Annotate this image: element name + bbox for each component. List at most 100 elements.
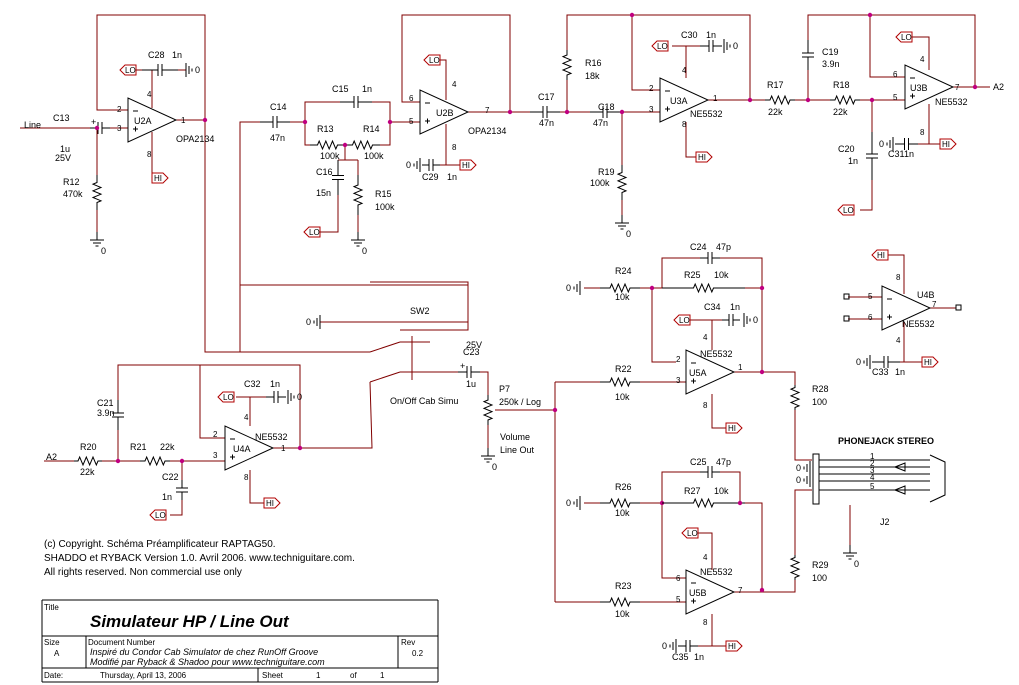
pin-number: 5 — [868, 292, 873, 301]
tag-shape — [837, 204, 855, 216]
power-tag-hi — [725, 640, 743, 652]
junction-dot — [867, 12, 873, 18]
pin-number: 2 — [649, 84, 654, 93]
r19-value: 100k — [590, 178, 610, 188]
junction-dot — [629, 12, 635, 18]
c33-value: 1n — [895, 367, 905, 377]
cap-c17 — [530, 106, 560, 118]
r14-value: 100k — [364, 151, 384, 161]
ground-symbol-left — [886, 137, 894, 151]
c33-ref: C33 — [872, 367, 889, 377]
j2-ref: J2 — [880, 517, 890, 527]
ground-label: 0 — [492, 462, 497, 472]
jack-body — [929, 454, 946, 503]
c25-ref: C25 — [690, 457, 707, 467]
cap-c20 — [866, 132, 878, 180]
wire-20 — [320, 195, 339, 233]
pin-number: 8 — [896, 273, 901, 282]
wire-49 — [869, 15, 895, 78]
wire-25 — [401, 14, 511, 112]
junction-dot — [737, 500, 743, 506]
power-tag-hi — [725, 422, 743, 434]
opamp-u4a — [224, 425, 275, 471]
resistor-p7 — [482, 395, 494, 425]
pin-number: 2 — [213, 430, 218, 439]
pin-number: 3 — [117, 124, 122, 133]
wire-84 — [661, 257, 700, 288]
tag-text: LO — [125, 66, 136, 75]
tag-text: HI — [728, 424, 736, 433]
pin-number: 1 — [738, 363, 743, 372]
opamp-ref: U4A — [233, 444, 251, 454]
unused-pin-marker — [843, 315, 850, 322]
wire-105 — [762, 580, 796, 593]
tag-text: HI — [266, 499, 274, 508]
cap-c30 — [700, 40, 722, 52]
c17-value: 47n — [539, 118, 554, 128]
c16-value: 15n — [316, 188, 331, 198]
r29-ref: R29 — [812, 560, 829, 570]
resistor-r21 — [140, 455, 170, 467]
c13-value: 1u — [60, 144, 70, 154]
c18-ref: C18 — [598, 102, 615, 112]
c35-value: 1n — [694, 652, 704, 662]
ground-label: 0 — [733, 41, 738, 51]
opamp-u5a — [685, 349, 736, 395]
r17-value: 22k — [768, 107, 783, 117]
c24-value: 47p — [716, 242, 731, 252]
cap-c34 — [722, 314, 740, 326]
jack-spring — [894, 485, 906, 495]
power-tag-lo — [423, 54, 441, 66]
pin-number: 5 — [893, 93, 898, 102]
resistor-zigzag — [662, 497, 745, 509]
resistor-r12 — [91, 175, 103, 210]
resistor-r23 — [600, 596, 640, 608]
pin-number: 4 — [896, 336, 901, 345]
wire-28 — [440, 124, 447, 166]
tag-text: HI — [728, 642, 736, 651]
jack-sleeve — [812, 453, 820, 505]
resistor-zigzag — [600, 376, 640, 388]
rev-label: Rev — [401, 638, 415, 647]
opamp-u5b — [685, 569, 736, 615]
junction-dot — [759, 285, 765, 291]
tag-text: LO — [155, 511, 166, 520]
power-tag-hi — [921, 356, 939, 368]
ground-label: 0 — [796, 463, 801, 473]
tag-text: LO — [843, 206, 854, 215]
wire-12 — [239, 121, 260, 352]
ground-symbol — [615, 215, 629, 230]
opamp-part: NE5532 — [700, 567, 733, 577]
cap-c32 — [266, 391, 286, 403]
tag-text: HI — [462, 161, 470, 170]
pin-number: 6 — [893, 70, 898, 79]
tag-text: HI — [154, 174, 162, 183]
wire-92 — [794, 410, 812, 461]
unused-pin-marker — [843, 293, 850, 300]
line-input-label: Line — [24, 120, 41, 130]
pin-number: 8 — [920, 128, 925, 137]
ground-label: 0 — [566, 498, 571, 508]
c32-value: 1n — [270, 379, 280, 389]
wire-106 — [794, 489, 812, 555]
power-tag-lo — [837, 204, 855, 216]
cap-c21 — [112, 400, 124, 430]
resistor-r29 — [789, 555, 801, 580]
resistor-zigzag — [765, 94, 795, 106]
r23-value: 10k — [615, 609, 630, 619]
resistor-zigzag — [345, 139, 380, 151]
resistor-zigzag — [789, 555, 801, 580]
wire-39 — [685, 45, 700, 78]
resistor-zigzag — [91, 175, 103, 210]
ground-label: 0 — [566, 283, 571, 293]
wire-91 — [762, 371, 796, 385]
c13-ref: C13 — [53, 113, 70, 123]
r22-value: 10k — [615, 392, 630, 402]
power-tag-hi — [939, 138, 957, 150]
wire-5 — [96, 14, 206, 120]
opamp-part: OPA2134 — [468, 126, 506, 136]
junction-dot — [759, 369, 765, 375]
wire-81 — [651, 288, 676, 363]
c34-value: 1n — [730, 302, 740, 312]
tag-shape — [263, 497, 281, 509]
